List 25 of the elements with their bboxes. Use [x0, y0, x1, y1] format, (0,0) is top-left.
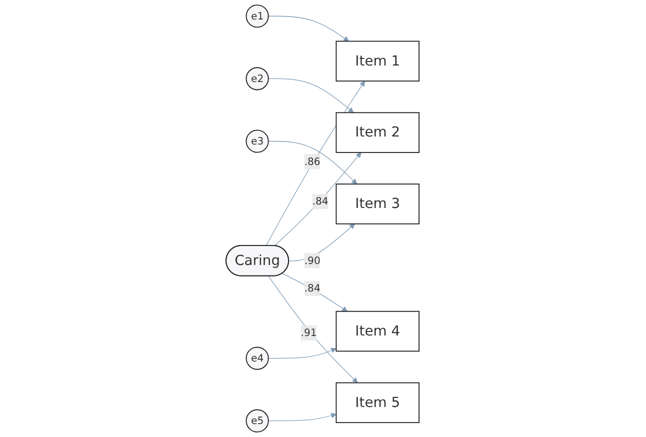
edge-label: .86 — [304, 155, 321, 168]
node-box: Item 5 — [336, 382, 420, 424]
arrow — [266, 80, 366, 246]
arrow — [268, 348, 337, 359]
edge-label: .90 — [304, 254, 321, 266]
arrow — [268, 78, 354, 113]
arrow — [282, 273, 348, 312]
node-circle: e1 — [246, 4, 270, 28]
node-box: Item 3 — [336, 184, 420, 224]
arrow — [268, 16, 350, 42]
node-box: Item 2 — [336, 112, 420, 153]
node-box: Item 4 — [336, 310, 420, 352]
edge-label: .84 — [304, 282, 321, 294]
edge-label: .84 — [312, 195, 329, 208]
node-circle: e5 — [246, 409, 270, 432]
arrow — [268, 412, 337, 422]
node-circle: e3 — [246, 130, 270, 153]
arrow — [268, 140, 358, 184]
node-circle: e2 — [246, 67, 270, 90]
node-circle: e4 — [246, 346, 270, 370]
node-box: Item 1 — [336, 40, 420, 82]
arrow — [268, 276, 358, 384]
edge-label: .91 — [301, 326, 318, 339]
arrow — [289, 224, 356, 262]
arrow — [274, 152, 362, 246]
